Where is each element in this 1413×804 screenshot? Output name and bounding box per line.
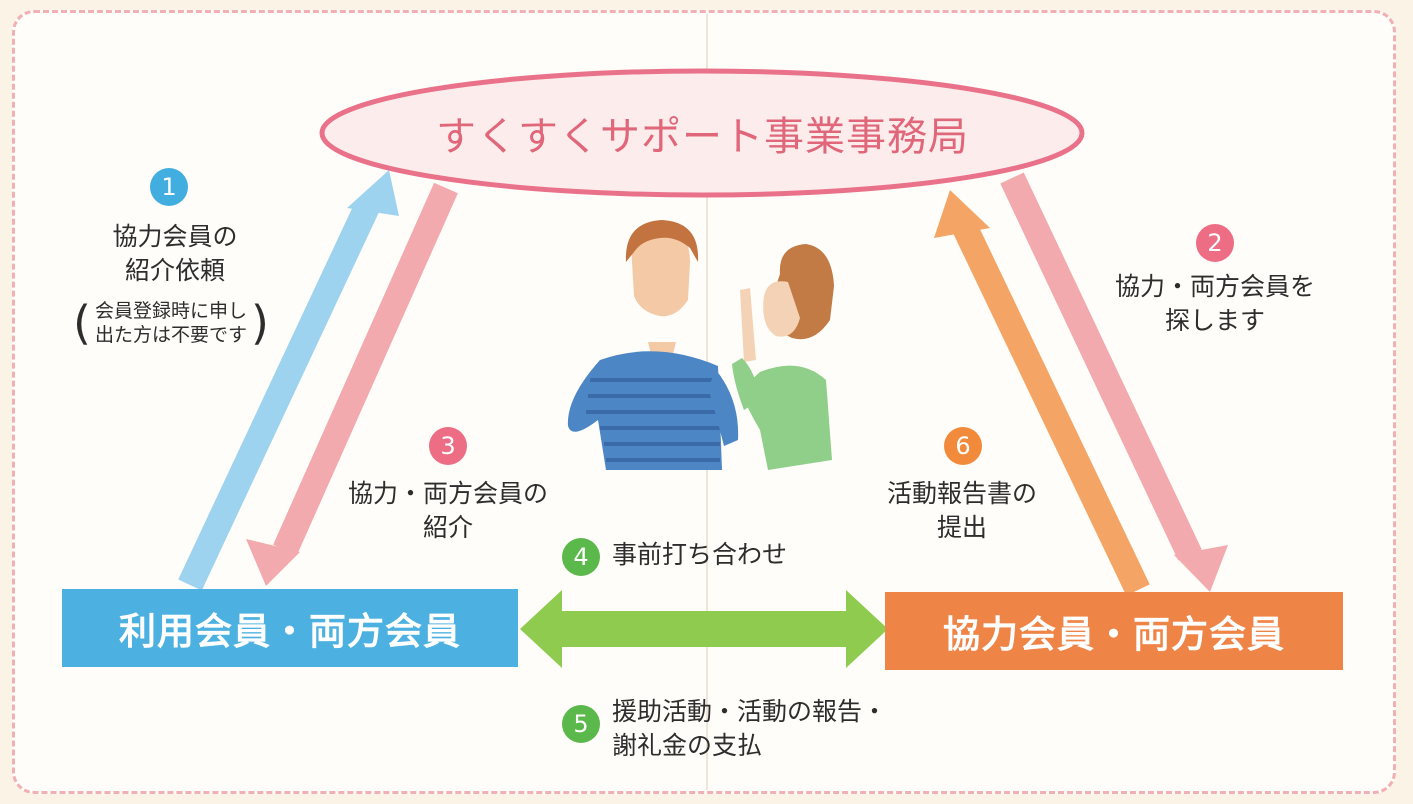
arrow-2-shaft (1000, 172, 1202, 561)
step-3-badge: 3 (429, 427, 467, 465)
helper-member-box: 協力会員・両方会員 (885, 592, 1343, 670)
arrow-4-5-head-right (846, 590, 888, 668)
step-5-line-1: 援助活動・活動の報告・ (612, 697, 888, 726)
arrow-3-shaft (273, 182, 458, 556)
step-2-badge: 2 (1196, 224, 1234, 262)
step-1-line-1: 協力会員の (112, 222, 238, 251)
arrow-4-5-shaft (560, 611, 850, 647)
arrow-1-head (347, 170, 399, 216)
note-paren-left: ( (73, 296, 91, 350)
step-6-badge: 6 (944, 427, 982, 465)
step-2-line-2: 探します (1164, 306, 1265, 335)
hub-title: すくすくサポート事業事務局 (436, 114, 969, 160)
arrow-6-head (934, 190, 990, 238)
step-5-badge: 5 (562, 705, 600, 743)
note-paren-right: ) (251, 296, 269, 350)
hub-ellipse (319, 68, 1085, 198)
step-1-note-line-2: 出た方は不要です (94, 324, 247, 346)
arrow-2-head (1174, 545, 1228, 592)
user-member-box: 利用会員・両方会員 (62, 589, 518, 667)
step-6-line-1: 活動報告書の (886, 479, 1037, 508)
step-3-label: 協力・両方会員の 紹介 (320, 477, 576, 545)
step-5: 5 援助活動・活動の報告・ 謝礼金の支払 (562, 695, 887, 763)
step-1-note-line-1: 会員登録時に申し (94, 300, 247, 322)
step-5-line-2: 謝礼金の支払 (612, 731, 763, 760)
step-6-label: 活動報告書の 提出 (862, 477, 1062, 545)
step-4: 4 事前打ち合わせ (562, 538, 787, 576)
step-3-line-1: 協力・両方会員の (347, 479, 548, 508)
step-1-note: ( 会員登録時に申し 出た方は不要です ) (54, 295, 288, 351)
arrow-3-head (246, 539, 300, 586)
step-2-label: 協力・両方会員を 探します (1090, 270, 1340, 338)
arrow-4-5-head-left (520, 590, 562, 668)
step-2-line-1: 協力・両方会員を (1114, 272, 1315, 301)
step-1-line-2: 紹介依頼 (124, 256, 225, 285)
step-1-badge: 1 (150, 168, 188, 206)
step-6-line-2: 提出 (936, 513, 987, 542)
arrow-1-shaft (178, 199, 380, 591)
step-3-line-2: 紹介 (422, 513, 473, 542)
arrow-6-shaft (953, 222, 1150, 596)
step-4-badge: 4 (562, 538, 600, 576)
step-4-label: 事前打ち合わせ (612, 540, 788, 569)
step-1-label: 協力会員の 紹介依頼 (70, 220, 280, 288)
people-illustration-icon (567, 220, 834, 470)
